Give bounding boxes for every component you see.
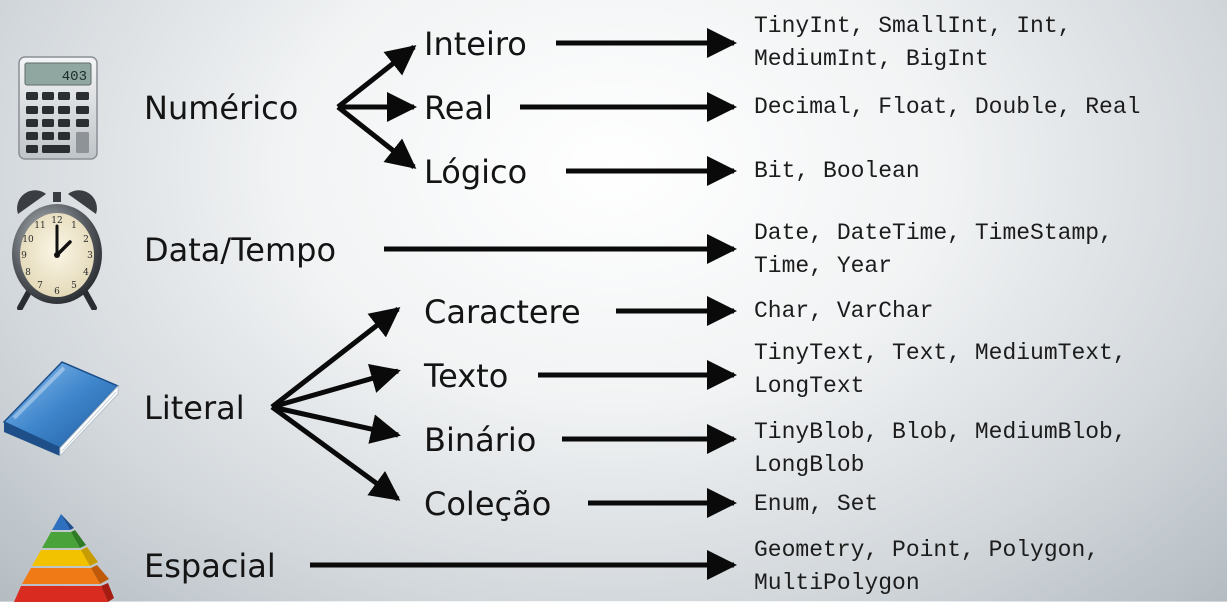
subtype-colecao: Coleção: [424, 485, 552, 523]
branch-arrow-logico: [336, 105, 417, 169]
category-literal: Literal: [144, 389, 245, 427]
type-line: TinyBlob, Blob, MediumBlob,: [754, 419, 1127, 445]
types-data-tempo: Date, DateTime, TimeStamp, Time, Year: [754, 217, 1113, 283]
types-real: Decimal, Float, Double, Real: [754, 91, 1140, 124]
types-caractere: Char, VarChar: [754, 295, 933, 328]
calculator-display: 403: [62, 69, 87, 85]
svg-text:12: 12: [51, 216, 62, 226]
subtype-logico: Lógico: [424, 153, 528, 191]
calculator-icon: 403: [18, 56, 98, 160]
type-line: LongBlob: [754, 452, 865, 478]
types-espacial: Geometry, Point, Polygon, MultiPolygon: [754, 534, 1099, 600]
branch-arrow-caractere: [270, 307, 401, 409]
svg-text:4: 4: [83, 268, 89, 278]
category-numerico: Numérico: [144, 89, 299, 127]
pyramid-icon: [14, 514, 114, 602]
type-line: Date, DateTime, TimeStamp,: [754, 220, 1113, 246]
category-data-tempo: Data/Tempo: [144, 231, 337, 269]
types-inteiro: TinyInt, SmallInt, Int, MediumInt, BigInt: [754, 10, 1071, 76]
type-line: Char, VarChar: [754, 298, 934, 324]
types-logico: Bit, Boolean: [754, 155, 920, 188]
book-icon: [2, 361, 120, 458]
type-line: Decimal, Float, Double, Real: [754, 94, 1141, 120]
subtype-texto: Texto: [424, 357, 509, 395]
branch-arrow-texto: [271, 363, 401, 410]
branch-arrow-binario: [271, 404, 401, 444]
svg-text:7: 7: [37, 281, 43, 291]
svg-text:3: 3: [87, 251, 93, 261]
svg-text:6: 6: [54, 287, 60, 297]
type-line: Geometry, Point, Polygon,: [754, 537, 1100, 563]
svg-text:1: 1: [71, 221, 77, 231]
svg-text:11: 11: [34, 221, 45, 231]
subtype-real: Real: [424, 89, 493, 127]
svg-text:9: 9: [21, 251, 27, 261]
type-line: MediumInt, BigInt: [754, 46, 989, 72]
types-texto: TinyText, Text, MediumText, LongText: [754, 337, 1127, 403]
svg-text:2: 2: [83, 235, 89, 245]
type-line: TinyInt, SmallInt, Int,: [754, 13, 1072, 39]
subtype-inteiro: Inteiro: [424, 25, 527, 63]
type-line: TinyText, Text, MediumText,: [754, 340, 1127, 366]
category-espacial: Espacial: [144, 547, 276, 585]
svg-text:10: 10: [22, 235, 34, 245]
subtype-caractere: Caractere: [424, 293, 581, 331]
type-line: Bit, Boolean: [754, 158, 920, 184]
branch-arrow-colecao: [270, 404, 401, 502]
svg-text:8: 8: [25, 268, 31, 278]
types-binario: TinyBlob, Blob, MediumBlob, LongBlob: [754, 416, 1127, 482]
type-line: Enum, Set: [754, 491, 879, 517]
type-line: Time, Year: [754, 253, 893, 279]
branch-arrow-inteiro: [336, 45, 417, 109]
subtype-binario: Binário: [424, 421, 537, 459]
svg-text:5: 5: [71, 281, 77, 291]
type-line: LongText: [754, 373, 865, 399]
types-colecao: Enum, Set: [754, 488, 878, 521]
type-line: MultiPolygon: [754, 570, 920, 596]
